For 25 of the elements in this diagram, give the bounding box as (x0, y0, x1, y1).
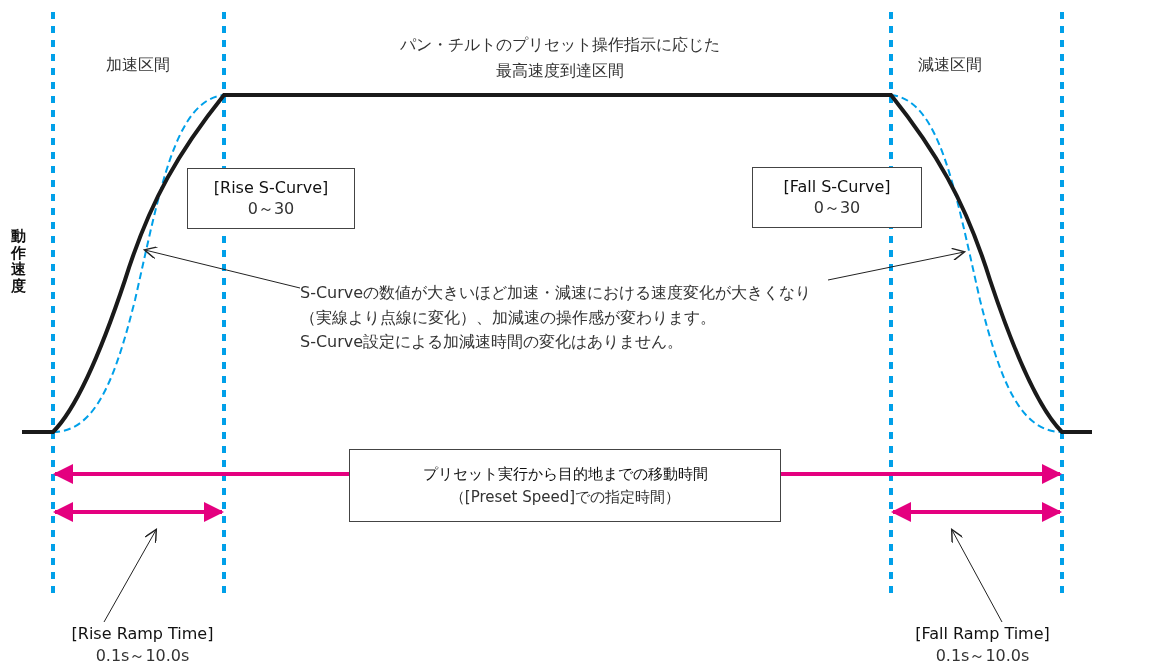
setting-box (349, 449, 781, 522)
setting-name: [Rise S-Curve] (213, 177, 329, 199)
leader-line (143, 246, 301, 289)
section-label: パン・チルトのプリセット操作指示に応じた最高速度到達区間 (399, 34, 721, 82)
setting-name: [Fall S-Curve] (783, 176, 891, 198)
section-label: 減速区間 (917, 54, 983, 76)
section-label: 加速区間 (105, 54, 171, 76)
leader-line (951, 528, 1003, 623)
setting-value: 0.1s～10.0s (935, 645, 1030, 667)
arrow (781, 464, 1062, 484)
setting-value: 0～30 (247, 198, 295, 220)
setting-box (752, 167, 922, 228)
leader-line (827, 247, 966, 281)
note-text: S-Curve設定による加減速時間の変化はありません。 (300, 331, 684, 354)
axis-label: 動作速度 (11, 228, 26, 294)
leader-line (103, 528, 157, 623)
setting-box (187, 168, 355, 229)
setting-name: [Rise Ramp Time] (71, 623, 214, 645)
arrow (53, 464, 349, 484)
setting-value: （[Preset Speed]での指定時間） (449, 486, 681, 508)
setting-value: 0.1s～10.0s (95, 645, 190, 667)
setting-name: プリセット実行から目的地までの移動時間 (422, 464, 708, 485)
setting-value: 0～30 (813, 197, 861, 219)
setting-name: [Fall Ramp Time] (915, 623, 1050, 645)
note-text: S-Curveの数値が大きいほど加速・減速における速度変化が大きくなり（実線より点線に変化）、加減速の操作感が変わります。 (300, 281, 813, 329)
